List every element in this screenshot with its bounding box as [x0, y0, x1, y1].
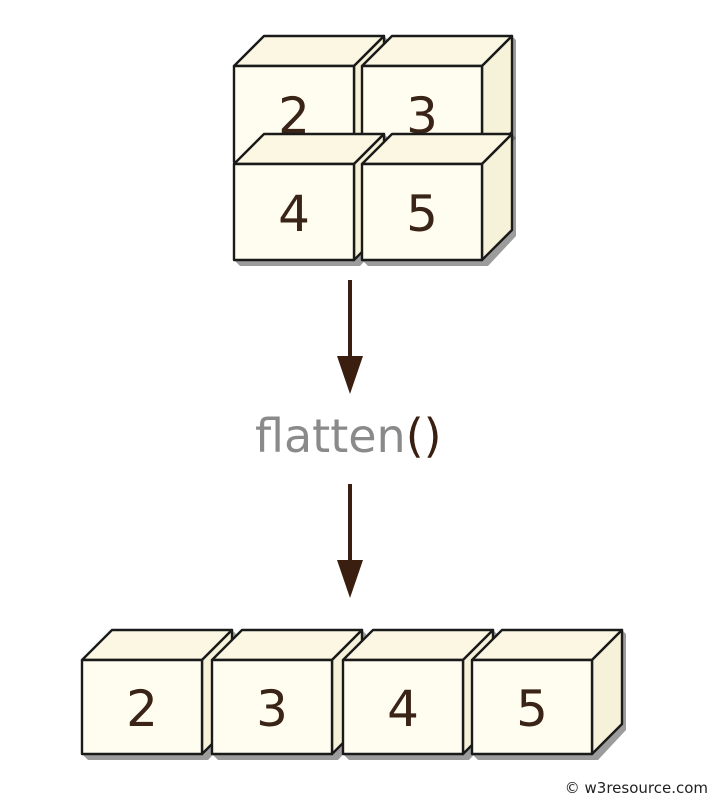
down-arrow-top — [337, 280, 363, 394]
cube-front-face — [470, 658, 594, 756]
cube-front-face — [360, 162, 484, 262]
cube-value: 4 — [278, 185, 310, 243]
array-cell-3: 5 — [470, 628, 626, 760]
cube-front-face — [341, 658, 465, 756]
cube-value: 5 — [516, 680, 548, 738]
output-array: 2 3 4 5 — [80, 628, 626, 760]
operation-label: flatten() — [255, 409, 442, 463]
function-parens: () — [406, 409, 442, 463]
cube-front-face — [80, 658, 204, 756]
cube-value: 4 — [387, 680, 419, 738]
cube-front-face — [210, 658, 334, 756]
cube-value: 3 — [256, 680, 288, 738]
cube-value: 5 — [406, 185, 438, 243]
down-arrow-bottom — [337, 484, 363, 598]
cube-front-face — [232, 162, 356, 262]
copyright-text: © w3resource.com — [565, 779, 708, 797]
function-name: flatten — [255, 409, 406, 463]
array-cell-2: 4 — [341, 628, 497, 760]
matrix-cell-r1-c1: 5 — [360, 132, 516, 266]
cube-value: 2 — [126, 680, 158, 738]
